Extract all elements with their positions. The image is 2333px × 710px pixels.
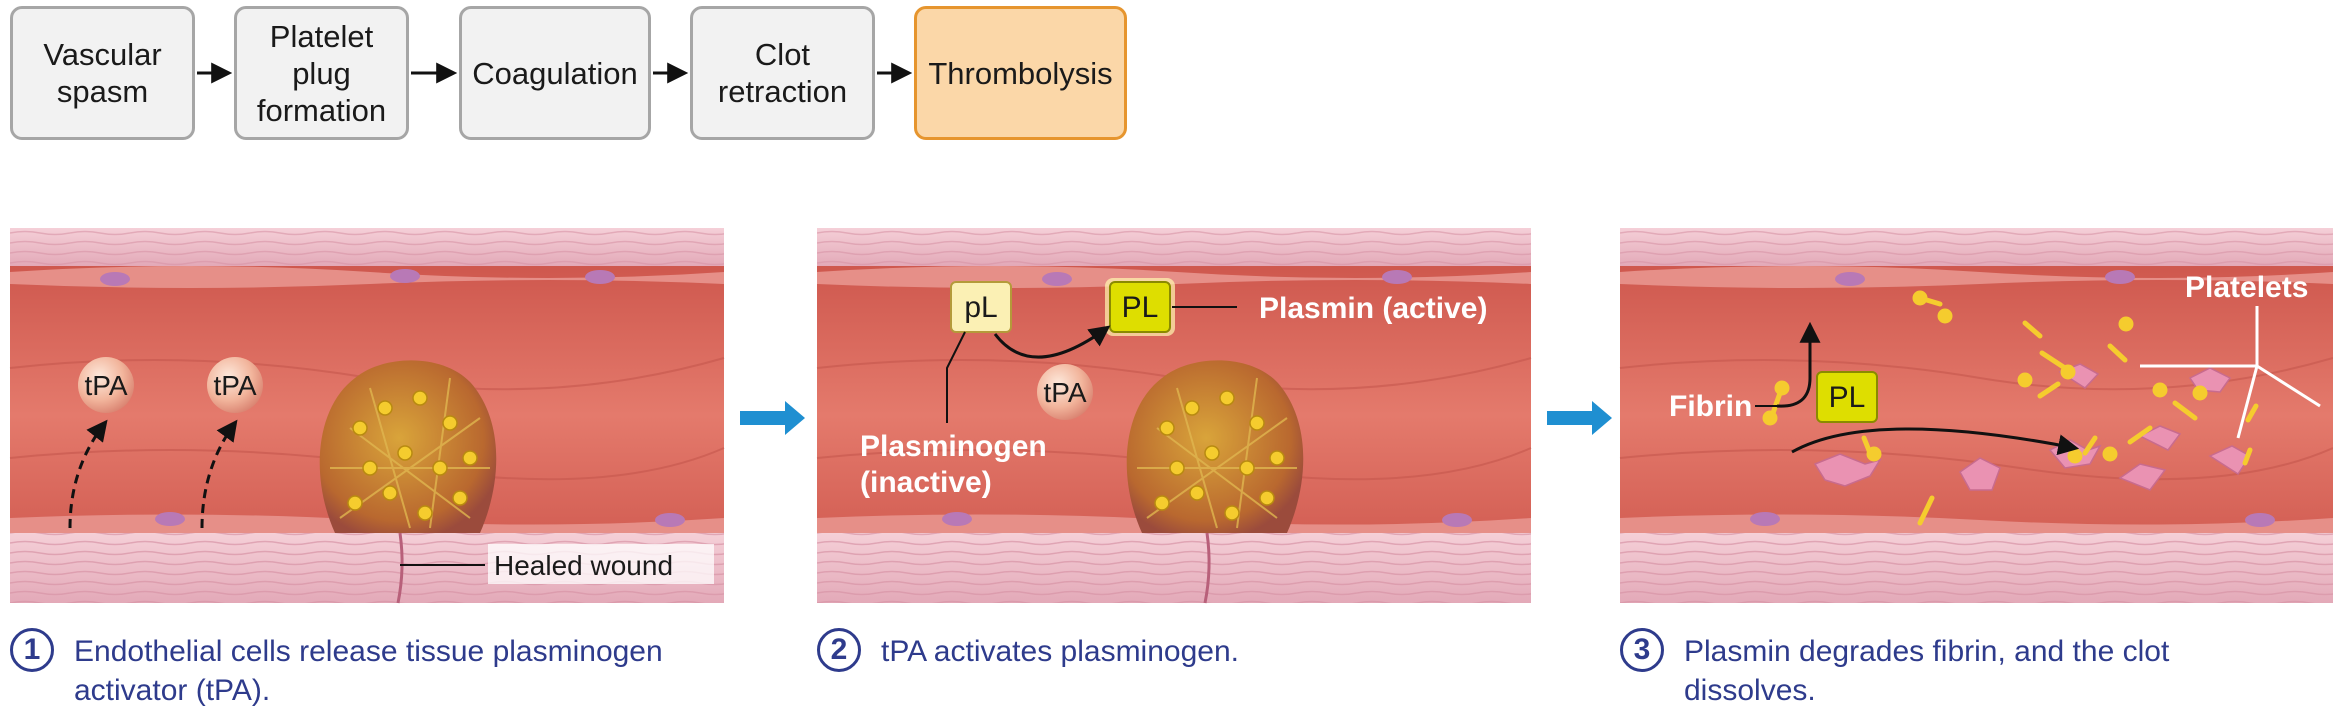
plasminogen-box <box>950 281 1012 333</box>
tpa-label: tPA <box>213 370 256 401</box>
plasminogen-label-line2: (inactive) <box>860 466 992 499</box>
plasminogen-symbol: pL <box>964 291 997 324</box>
plasmin-symbol: PL <box>1829 381 1866 414</box>
step-number-badge: 1 <box>10 628 54 672</box>
flow-step-coagulation: Coagulation <box>459 6 651 140</box>
caption-step-1: 1 Endothelial cells release tissue plasm… <box>10 628 663 710</box>
panel-arrow <box>740 401 805 435</box>
plasmin-label: Plasmin (active) <box>1259 292 1487 325</box>
plasmin-box <box>1109 281 1171 333</box>
caption-step-3: 3 Plasmin degrades fibrin, and the clot … <box>1620 628 2170 710</box>
caption-text: Endothelial cells release tissue plasmin… <box>74 635 663 707</box>
plasmin-box <box>1816 371 1878 423</box>
tpa-label: tPA <box>84 370 127 401</box>
fibrin-label: Fibrin <box>1669 390 1752 423</box>
panel-3: PL Fibrin Platelets <box>1619 228 2333 603</box>
flow-step-platelet-plug: Platelet plug formation <box>234 6 409 140</box>
plasmin-symbol: PL <box>1122 291 1159 324</box>
caption-step-2: 2 tPA activates plasminogen. <box>817 628 1239 672</box>
caption-text: Plasmin degrades fibrin, and the clot di… <box>1684 635 2170 707</box>
tpa-molecule <box>207 357 263 413</box>
panel-2: pL PL tPA Plasmin (active) Plasminogen (… <box>816 228 1532 604</box>
healed-wound-label: Healed wound <box>494 550 673 581</box>
caption-text: tPA activates plasminogen. <box>881 635 1239 668</box>
flow-step-thrombolysis: Thrombolysis <box>914 6 1127 140</box>
platelets-label: Platelets <box>2185 271 2308 304</box>
panel-arrow <box>1547 401 1612 435</box>
panel-1: tPA tPA Healed wound <box>9 228 725 604</box>
step-number-badge: 3 <box>1620 628 1664 672</box>
tpa-molecule <box>78 357 134 413</box>
plasminogen-label-line1: Plasminogen <box>860 430 1047 463</box>
tpa-molecule <box>1037 364 1093 420</box>
flow-step-clot-retraction: Clot retraction <box>690 6 875 140</box>
tpa-label: tPA <box>1043 377 1086 408</box>
step-number-badge: 2 <box>817 628 861 672</box>
flow-step-vascular-spasm: Vascular spasm <box>10 6 195 140</box>
